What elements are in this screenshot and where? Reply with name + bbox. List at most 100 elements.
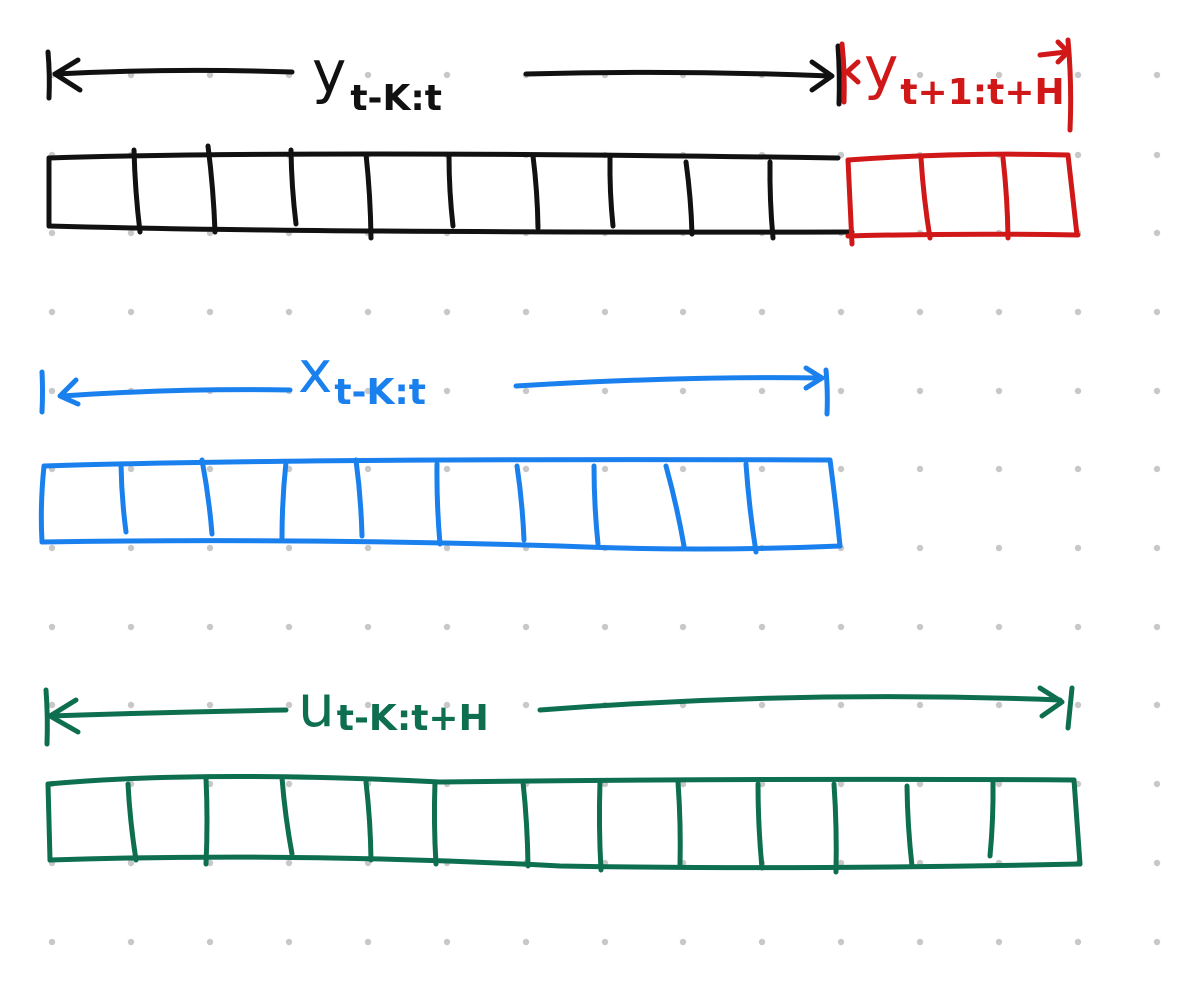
- controls-cell-divider: [987, 779, 996, 859]
- grid-dot: [1074, 151, 1082, 159]
- grid-dot: [758, 308, 766, 316]
- grid-dot: [1153, 780, 1161, 788]
- grid-dot: [443, 623, 451, 631]
- grid-dot: [837, 387, 845, 395]
- target-future-symbol: y: [864, 34, 898, 102]
- grid-dot: [364, 71, 372, 79]
- covariates-symbol: x: [298, 338, 332, 406]
- grid-dot: [1074, 701, 1082, 709]
- grid-dot: [837, 465, 845, 473]
- grid-dot: [679, 623, 687, 631]
- target-future-label: yt+1:t+H: [864, 34, 1065, 113]
- controls-cell-divider: [831, 781, 839, 875]
- grid-dot: [364, 308, 372, 316]
- target-past-cell-divider: [446, 153, 456, 229]
- target-past-cell-divider: [205, 143, 218, 235]
- target-past-right-tick: [835, 43, 842, 107]
- controls-cell-divider: [904, 783, 915, 869]
- grid-dot: [1074, 623, 1082, 631]
- grid-dot: [1153, 387, 1161, 395]
- grid-dot: [1153, 701, 1161, 709]
- grid-dot: [1153, 544, 1161, 552]
- grid-dot: [522, 465, 530, 473]
- grid-dot: [1074, 465, 1082, 473]
- grid-dot: [364, 465, 372, 473]
- covariates-sequence-bar: [38, 457, 843, 555]
- grid-dot: [916, 387, 924, 395]
- controls-symbol: u: [298, 672, 335, 740]
- covariates-cell-divider: [514, 463, 527, 543]
- covariates-left-tick: [39, 369, 45, 415]
- grid-dot: [995, 71, 1003, 79]
- grid-dot: [1074, 308, 1082, 316]
- grid-dot: [1153, 623, 1161, 631]
- grid-dot: [679, 465, 687, 473]
- grid-dot: [443, 387, 451, 395]
- grid-dot: [285, 780, 293, 788]
- grid-dot: [285, 859, 293, 867]
- target-past-cell-divider: [767, 159, 776, 241]
- target-future-right-tick: [1065, 37, 1074, 133]
- grid-dot: [48, 544, 56, 552]
- target-future-span-arrow: [839, 37, 1074, 133]
- covariates-cell-divider: [353, 457, 365, 539]
- controls-cell-divider: [675, 779, 683, 869]
- grid-dot: [48, 938, 56, 946]
- grid-dot: [995, 544, 1003, 552]
- grid-dot: [1074, 71, 1082, 79]
- grid-dot: [995, 623, 1003, 631]
- grid-dot: [206, 544, 214, 552]
- covariates-cell-divider: [118, 461, 129, 535]
- grid-dot: [837, 623, 845, 631]
- grid-dot: [206, 71, 214, 79]
- grid-dot: [1153, 71, 1161, 79]
- grid-dot: [1074, 387, 1082, 395]
- grid-dot: [127, 229, 135, 237]
- grid-dot: [995, 701, 1003, 709]
- grid-dot: [758, 701, 766, 709]
- grid-dot: [837, 701, 845, 709]
- grid-dot: [837, 859, 845, 867]
- grid-dot: [48, 701, 56, 709]
- grid-dot: [364, 701, 372, 709]
- grid-dot: [206, 308, 214, 316]
- target-past-right-arrowhead: [809, 59, 835, 93]
- grid-dot: [916, 938, 924, 946]
- controls-cell-divider: [279, 775, 295, 857]
- grid-dot: [1153, 465, 1161, 473]
- target-past-cell-divider: [607, 155, 616, 229]
- covariates-right-tick: [823, 367, 830, 417]
- grid-dot: [127, 701, 135, 709]
- grid-dot: [679, 308, 687, 316]
- target-past-sequence-bar: [46, 143, 855, 241]
- grid-dot: [443, 465, 451, 473]
- grid-dot: [522, 387, 530, 395]
- grid-dot: [601, 938, 609, 946]
- target-future-row: yt+1:t+H: [839, 34, 1081, 247]
- controls-right-tick: [1065, 685, 1075, 731]
- grid-dot: [206, 701, 214, 709]
- grid-dot: [916, 780, 924, 788]
- grid-dot: [1153, 938, 1161, 946]
- grid-dot: [679, 938, 687, 946]
- target-future-sequence-bar: [845, 151, 1081, 247]
- target-past-left-arrow-line: [53, 67, 295, 77]
- grid-dot: [127, 859, 135, 867]
- grid-dot: [285, 308, 293, 316]
- grid-dot: [916, 544, 924, 552]
- covariates-row: xt-K:t: [38, 338, 843, 555]
- grid-dot: [285, 938, 293, 946]
- grid-dot: [522, 308, 530, 316]
- grid-dot: [837, 780, 845, 788]
- controls-span-arrow: [43, 685, 1075, 747]
- grid-dot: [522, 701, 530, 709]
- controls-right-arrow-line: [537, 694, 1063, 713]
- controls-right-arrowhead: [1037, 685, 1065, 719]
- grid-dot: [443, 938, 451, 946]
- target-future-cell-divider: [918, 155, 933, 241]
- grid-dot: [758, 623, 766, 631]
- grid-dot: [127, 465, 135, 473]
